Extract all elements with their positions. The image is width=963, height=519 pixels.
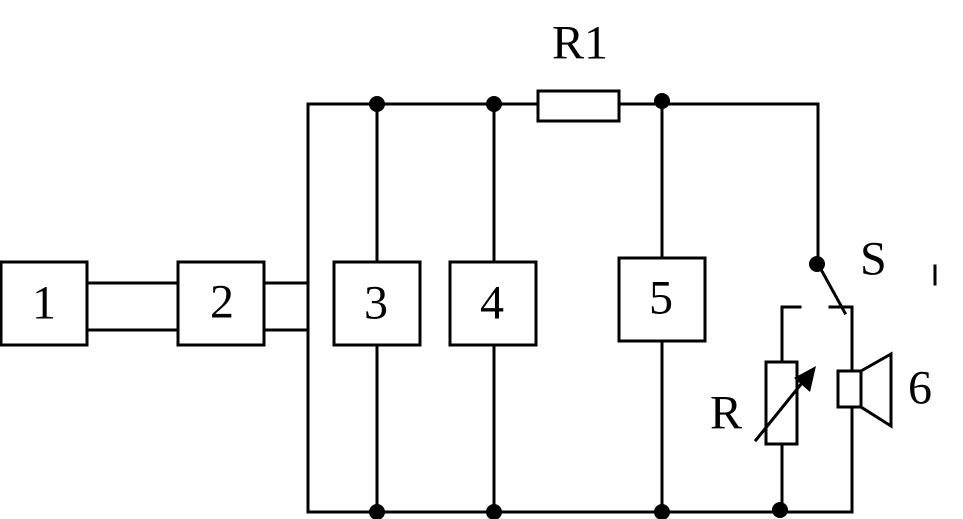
- block-4: [448, 260, 538, 347]
- block-3-label: 3: [364, 277, 388, 330]
- variable-resistor-r: [753, 305, 816, 514]
- junction-dot: [369, 504, 385, 519]
- junction-dot: [772, 502, 788, 518]
- block-3: [332, 260, 422, 347]
- junction-dot: [369, 96, 385, 112]
- junction-dot: [486, 96, 502, 112]
- switch-s-label: S: [860, 233, 887, 286]
- switch-s: [780, 102, 854, 514]
- junction-dot: [654, 504, 670, 519]
- arrow-head-icon: [794, 366, 816, 392]
- block-4-label: 4: [480, 277, 504, 330]
- resistor-r1-label: R1: [552, 17, 608, 70]
- speaker-6-label: 6: [908, 362, 932, 415]
- speaker-6: [836, 351, 893, 429]
- link-2-bus: [262, 281, 310, 332]
- junction-dot: [654, 93, 670, 109]
- link-1-2: [85, 281, 180, 332]
- block-1: [0, 260, 89, 347]
- junction-dot: [809, 256, 825, 272]
- resistor-r1: [536, 89, 621, 123]
- variable-resistor-r-label: R: [710, 387, 742, 440]
- block-1-label: 1: [32, 277, 56, 330]
- block-2-label: 2: [210, 276, 234, 329]
- block-5-label: 5: [649, 272, 673, 325]
- block-2: [176, 260, 266, 347]
- junction-dot: [486, 504, 502, 519]
- block-5: [617, 256, 707, 343]
- junction-dots: [369, 93, 825, 519]
